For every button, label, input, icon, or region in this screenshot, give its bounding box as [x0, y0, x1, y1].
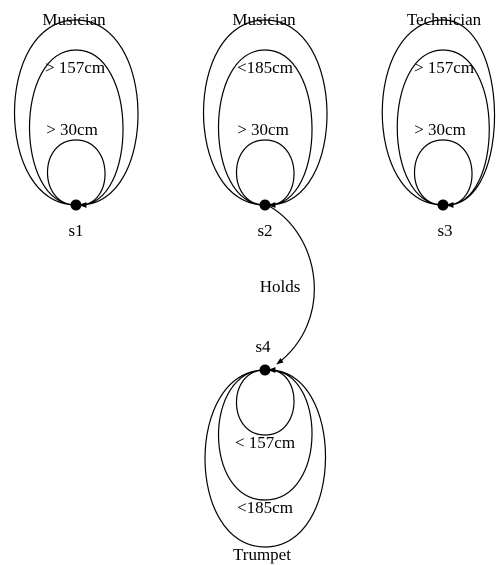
s2-loop-inner-label: > 30cm — [237, 120, 289, 139]
holds-label: Holds — [260, 277, 301, 296]
node-group-s3: Technician > 157cm > 30cm s3 — [381, 10, 496, 240]
s2-loop-inner — [235, 139, 295, 208]
holds-arrow — [268, 205, 315, 365]
s4-loop-middle-label: < 157cm — [235, 433, 295, 452]
s3-loop-outer — [396, 49, 490, 208]
s1-type-loop — [14, 19, 139, 208]
s4-type-loop — [204, 367, 327, 548]
s1-label: s1 — [68, 221, 83, 240]
node-group-s2: Musician <185cm > 30cm s2 — [203, 10, 328, 240]
s2-label: s2 — [257, 221, 272, 240]
s3-label: s3 — [437, 221, 452, 240]
s3-node — [437, 199, 449, 211]
s1-node — [70, 199, 82, 211]
node-group-s1: Musician > 157cm > 30cm s1 — [14, 10, 139, 240]
s4-loop-outer-label: <185cm — [237, 498, 293, 517]
s1-loop-outer — [29, 49, 124, 208]
s1-loop-inner-label: > 30cm — [46, 120, 98, 139]
edge-holds: Holds — [260, 205, 315, 365]
s2-type-loop — [203, 19, 328, 208]
s1-loop-inner — [46, 139, 106, 208]
s4-label: s4 — [255, 337, 271, 356]
s2-loop-outer-label: <185cm — [237, 58, 293, 77]
s2-loop-outer — [218, 49, 313, 208]
s4-loop-inner — [235, 367, 295, 436]
s3-type-loop — [381, 19, 496, 208]
s3-loop-outer-label: > 157cm — [414, 58, 474, 77]
s4-loop-middle — [217, 367, 313, 501]
s3-loop-inner-label: > 30cm — [414, 120, 466, 139]
s1-loop-outer-label: > 157cm — [45, 58, 105, 77]
s2-node — [259, 199, 271, 211]
node-group-s4: s4 < 157cm <185cm Trumpet — [204, 337, 327, 564]
s4-type-label: Trumpet — [233, 545, 291, 564]
s3-loop-inner — [413, 139, 473, 208]
